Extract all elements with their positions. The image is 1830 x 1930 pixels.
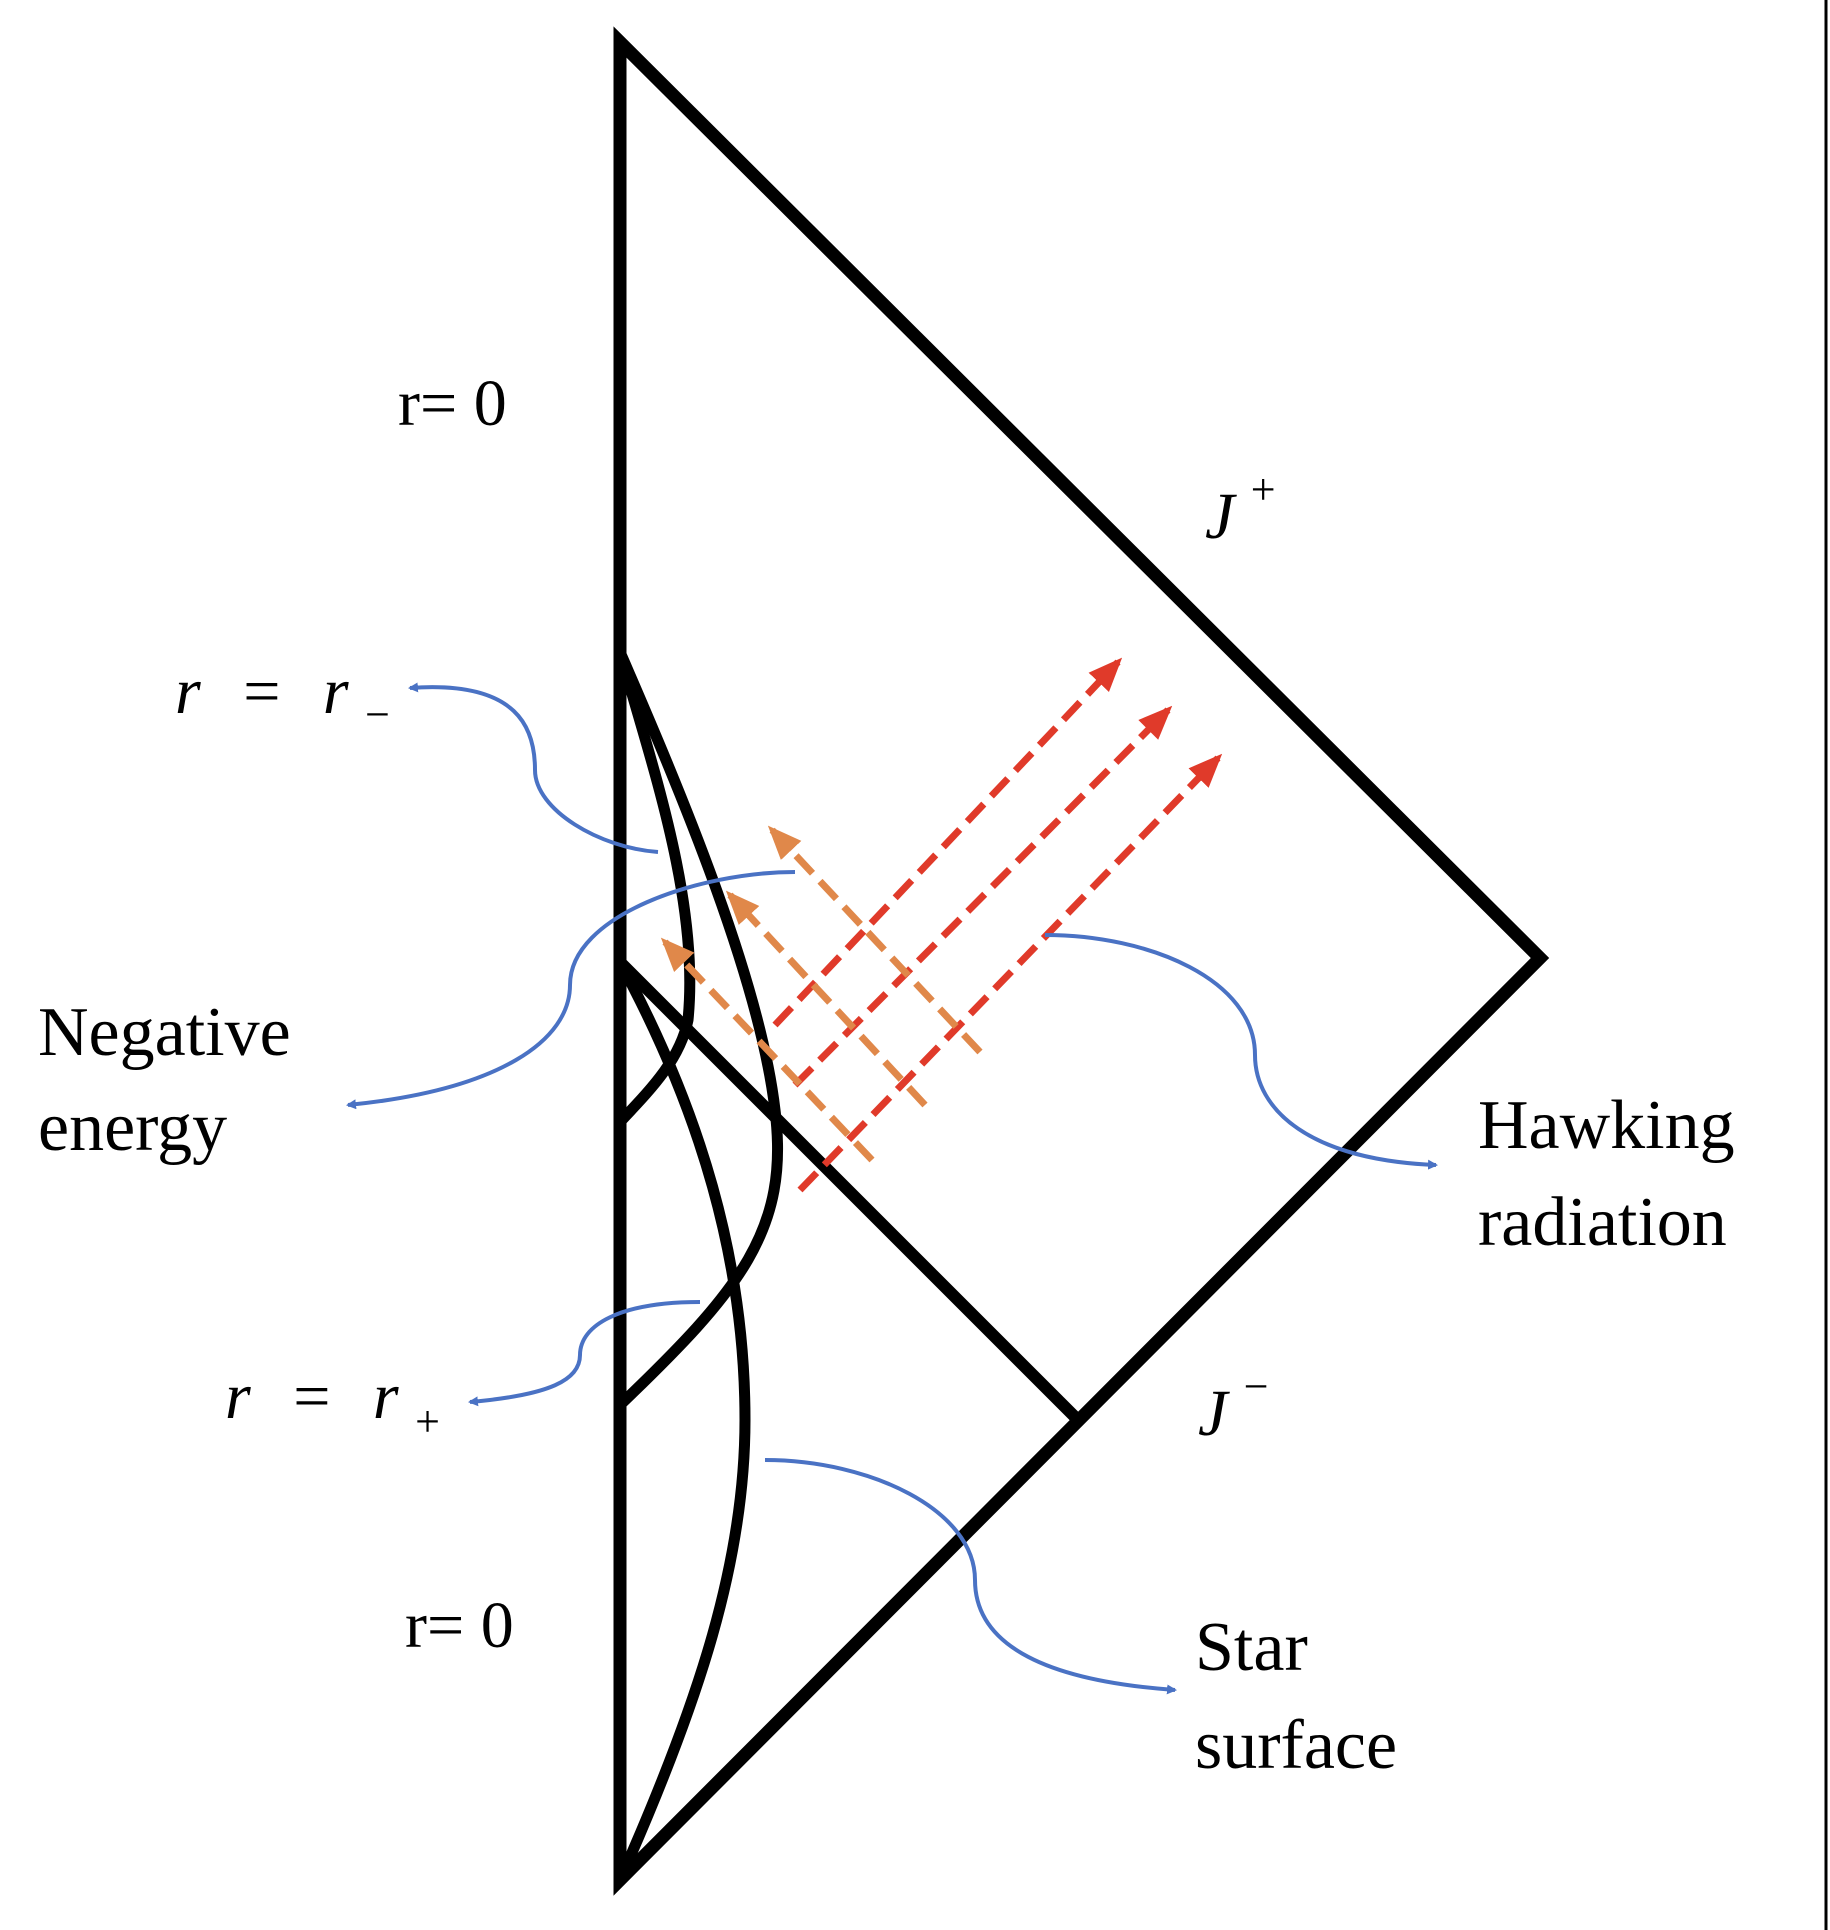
- scri-plus-label: J +: [1205, 465, 1276, 553]
- r-plus-lhs: r: [225, 1360, 251, 1433]
- arrow-negative-energy: [346, 870, 796, 1110]
- star-surface-label: Star surface: [1195, 1609, 1397, 1784]
- inner-horizon-line: [615, 957, 1083, 1425]
- hawking-radiation-line-2: radiation: [1478, 1184, 1727, 1261]
- r-minus-eq: =: [243, 655, 280, 728]
- arrow-hawking-radiation: [1044, 933, 1438, 1170]
- scri-plus-base: J: [1205, 480, 1237, 553]
- negative-energy-ray-2: [725, 890, 928, 1108]
- negative-energy-line-2: energy: [38, 1089, 227, 1166]
- negative-energy-ray-1: [767, 825, 983, 1055]
- outer-triangle: [613, 26, 1550, 1896]
- r-zero-bottom-label: r= 0: [405, 1589, 514, 1662]
- r-minus-lhs: r: [175, 655, 201, 728]
- r-plus-label: r = r +: [225, 1360, 440, 1446]
- star-surface-curve: [614, 959, 751, 1883]
- scri-minus-base: J: [1198, 1377, 1230, 1450]
- hawking-ray-2: [792, 705, 1173, 1088]
- hawking-ray-1: [772, 657, 1123, 1028]
- arrow-r-plus: [468, 1300, 701, 1407]
- negative-energy-label: Negative energy: [38, 994, 308, 1166]
- r-plus-sub: +: [415, 1397, 440, 1446]
- arrow-r-minus: [408, 682, 659, 854]
- negative-energy-line-1: Negative: [38, 994, 291, 1071]
- arrow-star-surface: [764, 1458, 1177, 1695]
- outer-horizon-curve: [614, 649, 784, 1409]
- r-minus-rhs: r: [323, 655, 349, 728]
- negative-energy-ray-3: [660, 937, 875, 1163]
- scri-minus-sup: −: [1244, 1362, 1269, 1411]
- r-plus-eq: =: [293, 1360, 330, 1433]
- hawking-radiation-line-1: Hawking: [1478, 1087, 1735, 1164]
- hawking-radiation-label: Hawking radiation: [1478, 1087, 1752, 1261]
- negative-energy-rays: [660, 825, 983, 1163]
- star-surface-line-1: Star: [1195, 1609, 1308, 1686]
- r-minus-sub: −: [365, 690, 390, 739]
- hawking-ray-3: [797, 753, 1223, 1193]
- hawking-rays: [772, 657, 1223, 1193]
- r-minus-label: r = r −: [175, 655, 390, 739]
- r-plus-rhs: r: [373, 1360, 399, 1433]
- r-zero-top-label: r= 0: [398, 367, 507, 440]
- scri-plus-sup: +: [1251, 465, 1276, 514]
- scri-minus-label: J −: [1198, 1362, 1269, 1450]
- star-surface-line-2: surface: [1195, 1707, 1397, 1784]
- annotation-arrows: [346, 682, 1438, 1695]
